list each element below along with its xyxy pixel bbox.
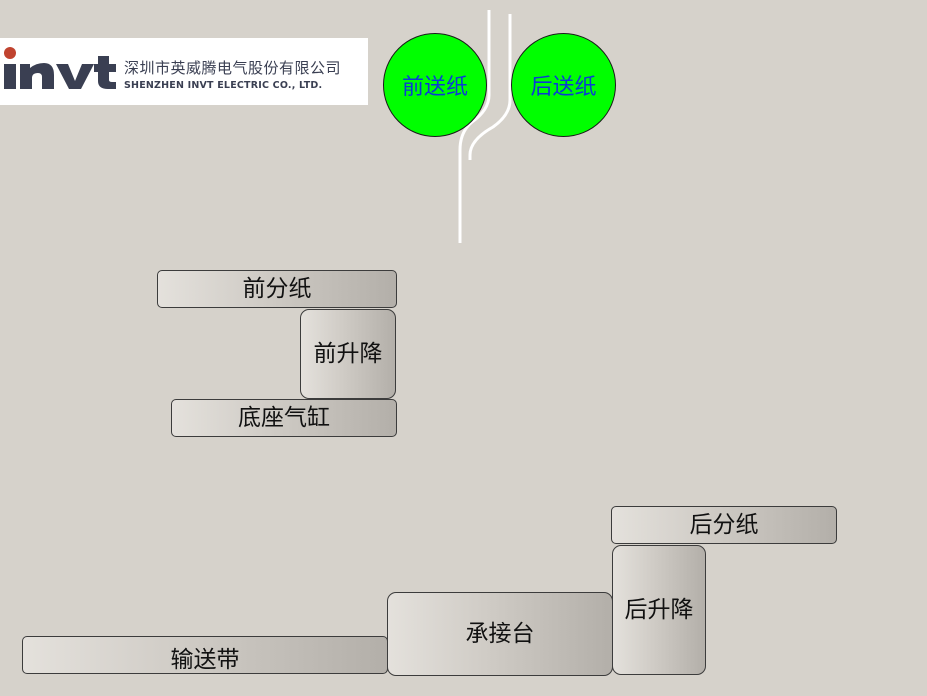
front-feed-label: 前送纸 bbox=[401, 75, 468, 100]
front-lift-button[interactable]: 前升降 bbox=[300, 309, 396, 399]
base-cylinder-button[interactable]: 底座气缸 bbox=[171, 399, 397, 437]
company-name-cn: 深圳市英威腾电气股份有限公司 bbox=[124, 59, 342, 77]
receiving-table-label: 承接台 bbox=[465, 620, 535, 647]
front-lift-label: 前升降 bbox=[313, 340, 383, 367]
rear-feed-label: 后送纸 bbox=[530, 75, 597, 100]
conveyor-belt-button[interactable]: 输送带 bbox=[22, 636, 388, 674]
company-logo: 深圳市英威腾电气股份有限公司 SHENZHEN INVT ELECTRIC CO… bbox=[0, 38, 368, 105]
rear-separator-button[interactable]: 后分纸 bbox=[611, 506, 837, 544]
front-separator-label: 前分纸 bbox=[242, 275, 312, 302]
base-cylinder-label: 底座气缸 bbox=[238, 404, 330, 431]
rear-separator-label: 后分纸 bbox=[689, 511, 759, 538]
rear-lift-button[interactable]: 后升降 bbox=[612, 545, 706, 675]
invt-logo-mark bbox=[4, 47, 116, 89]
company-name-en: SHENZHEN INVT ELECTRIC CO., LTD. bbox=[124, 80, 323, 91]
front-feed-button[interactable]: 前送纸 bbox=[383, 33, 487, 137]
front-separator-button[interactable]: 前分纸 bbox=[157, 270, 397, 308]
receiving-table-button[interactable]: 承接台 bbox=[387, 592, 613, 676]
rear-feed-button[interactable]: 后送纸 bbox=[511, 33, 616, 137]
rear-lift-label: 后升降 bbox=[624, 596, 694, 623]
conveyor-belt-label: 输送带 bbox=[170, 646, 240, 673]
